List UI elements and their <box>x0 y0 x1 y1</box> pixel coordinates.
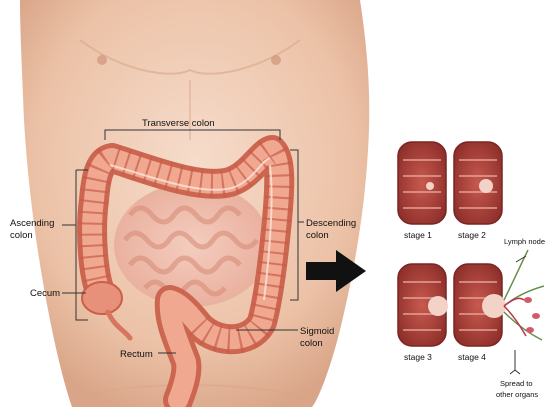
label-sigmoid-colon: Sigmoid <box>300 326 334 337</box>
lymph-spread <box>504 250 544 374</box>
label-stage-2: stage 2 <box>458 230 486 240</box>
stage-3-tissue <box>398 264 448 346</box>
label-lymph-node: Lymph node <box>504 237 545 246</box>
stage-3-tumor <box>428 296 448 316</box>
label-ascending-colon: Ascending <box>10 218 54 229</box>
stage-2-tissue <box>454 142 502 224</box>
label-transverse-colon: Transverse colon <box>142 118 215 129</box>
label-stage-4: stage 4 <box>458 352 486 362</box>
stage-1-tissue <box>398 142 446 224</box>
label-sigmoid-colon-2: colon <box>300 338 323 349</box>
label-rectum: Rectum <box>120 349 153 360</box>
label-other-organs: other organs <box>496 390 538 399</box>
lymph-node-2 <box>532 313 540 319</box>
label-descending-colon: Descending <box>306 218 356 229</box>
label-cecum: Cecum <box>30 288 60 299</box>
label-stage-3: stage 3 <box>404 352 432 362</box>
label-spread-to: Spread to <box>500 379 533 388</box>
small-intestine <box>114 183 270 307</box>
lymph-node-3 <box>526 327 534 333</box>
stage-1-tumor <box>426 182 434 190</box>
label-ascending-colon-2: colon <box>10 230 33 241</box>
lymph-node-1 <box>524 297 532 303</box>
cecum-shape <box>82 282 122 314</box>
stage-4-tumor <box>482 294 506 318</box>
nipple-right <box>271 55 281 65</box>
label-stage-1: stage 1 <box>404 230 432 240</box>
label-descending-colon-2: colon <box>306 230 329 241</box>
stage-4-tissue <box>454 264 506 346</box>
nipple-left <box>97 55 107 65</box>
stage-2-tumor <box>479 179 493 193</box>
